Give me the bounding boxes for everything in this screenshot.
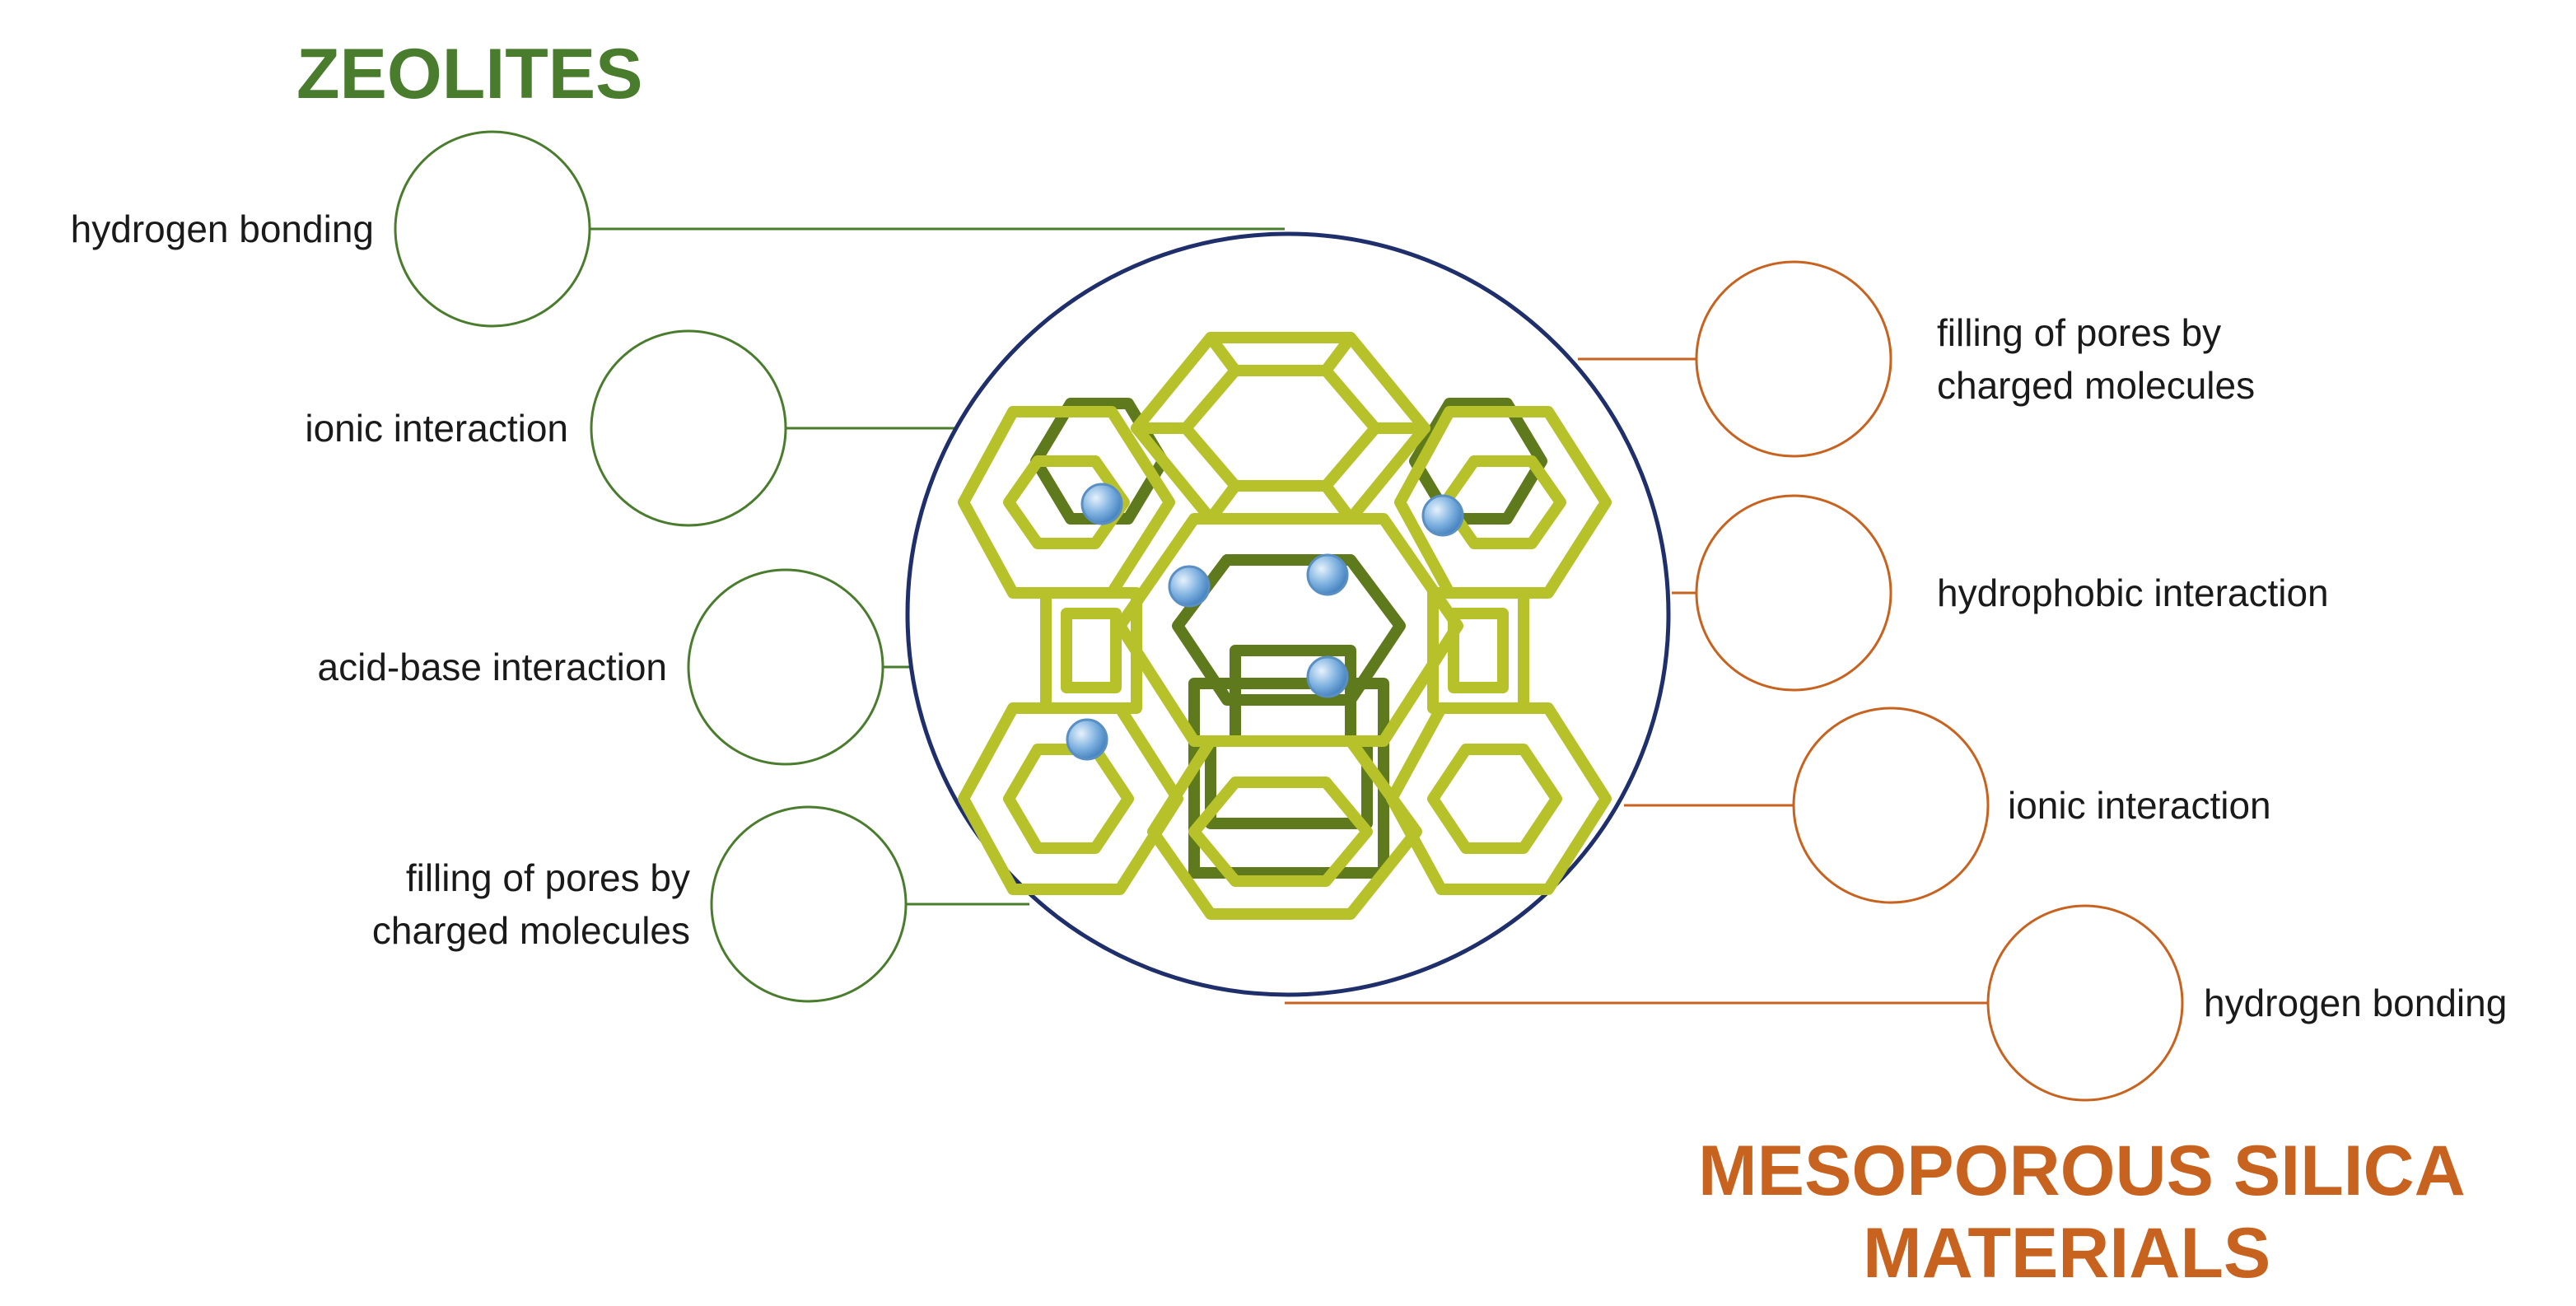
zeolite-interaction-label-2: ionic interaction bbox=[305, 407, 568, 450]
zeolite-interaction-circle-1 bbox=[394, 130, 591, 328]
cation-sphere bbox=[1306, 655, 1349, 698]
silica-interaction-circle-2 bbox=[1695, 494, 1892, 692]
zeolite-interaction-label-4: filling of pores by charged molecules bbox=[371, 856, 690, 952]
silica-interaction-label-2: hydrophobic interaction bbox=[1937, 571, 2329, 614]
silica-interaction-label-1: filling of pores by charged molecules bbox=[1937, 311, 2256, 407]
silica-interaction-circle-3 bbox=[1792, 707, 1990, 904]
zeolite-interaction-circle-3 bbox=[687, 568, 884, 766]
zeolite-framework-icon bbox=[958, 332, 1612, 920]
silica-interaction-circle-4 bbox=[1986, 904, 2184, 1102]
silica-interaction-label-3: ionic interaction bbox=[2008, 784, 2271, 827]
silica-interaction-circle-1 bbox=[1695, 260, 1892, 458]
central-material-circle bbox=[905, 231, 1671, 997]
mesoporous-silica-title-line1: MESOPOROUS SILICA bbox=[1698, 1131, 2466, 1210]
zeolite-interaction-circle-4 bbox=[710, 805, 908, 1003]
cation-sphere bbox=[1066, 718, 1108, 761]
cation-sphere bbox=[1168, 565, 1211, 608]
mesoporous-silica-title-line2: MATERIALS bbox=[1863, 1214, 2271, 1293]
silica-interaction-label-4: hydrogen bonding bbox=[2204, 982, 2508, 1024]
cation-sphere bbox=[1080, 483, 1123, 525]
silica-connectors bbox=[1285, 357, 1988, 1005]
zeolite-interaction-circle-2 bbox=[590, 329, 787, 527]
cation-sphere bbox=[1421, 494, 1464, 537]
zeolite-interaction-label-1: hydrogen bonding bbox=[70, 208, 374, 250]
cation-sphere bbox=[1306, 553, 1349, 596]
zeolite-connectors bbox=[590, 227, 1285, 906]
zeolites-title: ZEOLITES bbox=[296, 35, 643, 114]
zeolite-interaction-label-3: acid-base interaction bbox=[317, 646, 667, 688]
